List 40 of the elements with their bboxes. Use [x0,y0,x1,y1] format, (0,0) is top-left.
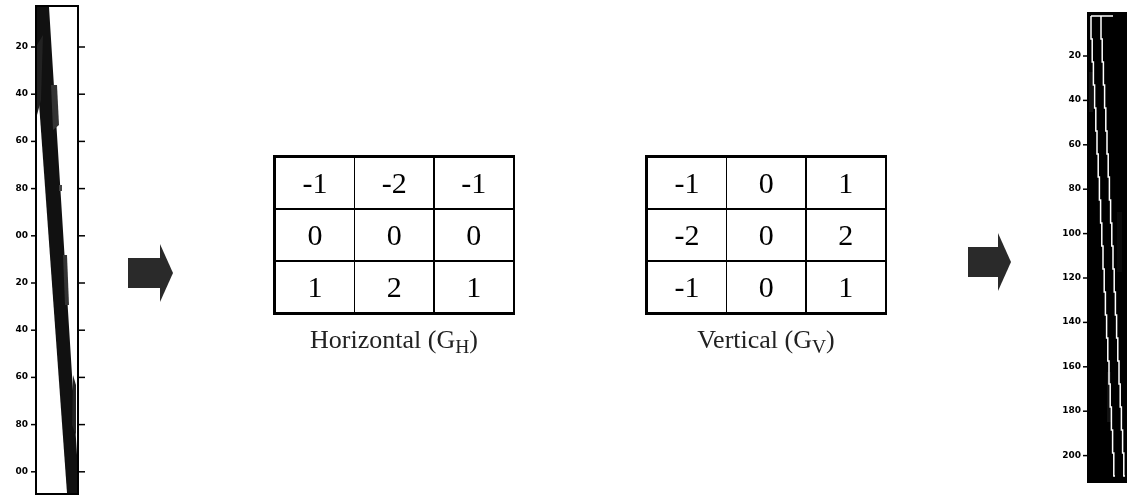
axis-tick-label: 00 [14,466,28,476]
table-cell: -2 [647,209,727,261]
table-cell: 2 [805,209,886,261]
table-cell: -2 [354,157,435,209]
axis-tick-label: 120 [1061,273,1081,282]
axis-tick-label: 20 [14,278,28,287]
axis-tick-label: 40 [14,89,28,99]
table-cell: 1 [805,157,886,209]
axis-tick-label: 160 [1061,361,1081,371]
axis-tick-label: 200 [1061,450,1081,460]
kernel-caption: Horizontal (G$_{H}$) [310,327,478,353]
axis-tick-label: 60 [1067,139,1081,149]
axis-tick-label: 180 [1061,406,1081,416]
table-cell: -1 [433,157,514,209]
axis-tick-label: 80 [14,419,28,429]
axis-tick-label: 60 [14,372,28,382]
axis-tick-label: 100 [1061,228,1081,238]
table-cell: 0 [354,209,435,261]
axis-tick-label: 40 [14,325,28,335]
table-cell: 2 [354,261,435,313]
table-cell: 1 [275,261,355,313]
kernel-caption: Vertical (G$_{V}$) [697,327,835,353]
axis-tick-label: 40 [1067,95,1081,105]
axis-tick-label: 140 [1061,317,1081,327]
table-cell: -1 [275,157,355,209]
axis-tick-label: 20 [14,42,28,51]
axis-tick-label: 60 [14,136,28,146]
axis-tick-label: 80 [14,183,28,193]
table-cell: 0 [726,261,807,313]
table-cell: 0 [275,209,355,261]
axis-tick-label: 80 [1067,184,1081,194]
table-cell: 1 [433,261,514,313]
table-cell: 0 [726,157,807,209]
table-cell: -1 [647,261,727,313]
axis-tick-label: 00 [14,230,28,240]
table-cell: 1 [805,261,886,313]
table-cell: 0 [726,209,807,261]
table-cell: 0 [433,209,514,261]
axis-tick-label: 20 [1067,51,1081,60]
table-cell: -1 [647,157,727,209]
